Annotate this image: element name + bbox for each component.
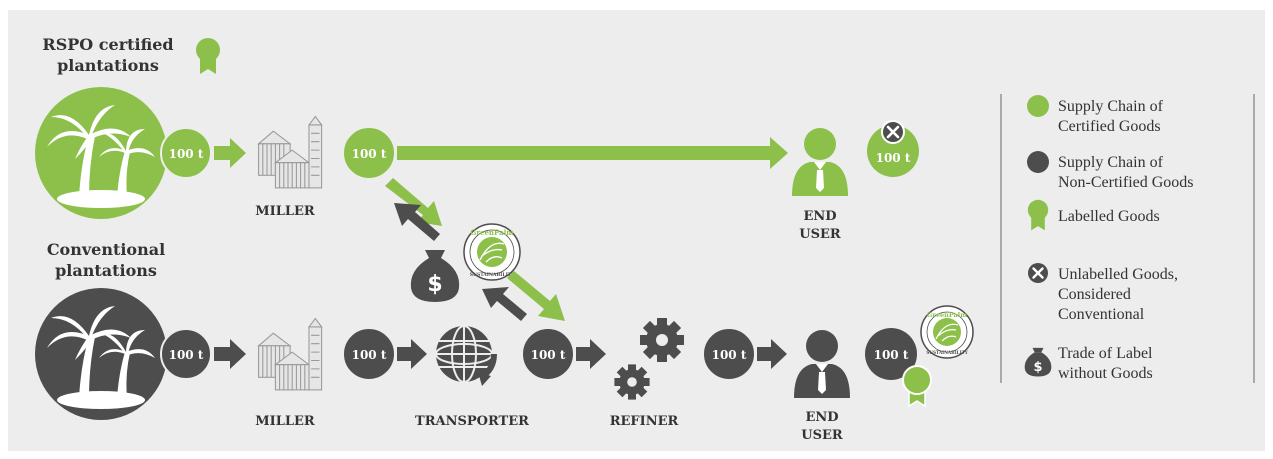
legend-noncertified-line2: Non-Certified Goods <box>1058 174 1194 191</box>
certified-badge-1-label: 100 t <box>169 147 204 161</box>
conventional-title-line1: Conventional <box>47 240 165 259</box>
legend-certified-dot <box>1027 95 1049 117</box>
globe-icon <box>435 325 497 386</box>
certified-end-user-line2: USER <box>799 227 841 242</box>
certified-long-arrow <box>397 137 788 169</box>
conventional-arrow-2 <box>397 339 427 369</box>
conventional-badge-1: 100 t <box>160 328 212 380</box>
conventional-plantation-icon <box>35 288 167 420</box>
legend-trade-line1: Trade of Label <box>1058 345 1153 362</box>
money-arrow-up <box>394 203 440 241</box>
certified-title-line2: plantations <box>57 56 159 75</box>
certified-end-badge: 100 t <box>867 125 919 177</box>
certificate-arrow-to-refiner <box>507 271 565 321</box>
conventional-arrow-3 <box>576 339 606 369</box>
refiner-label: REFINER <box>610 414 679 429</box>
svg-text:$: $ <box>1033 360 1042 375</box>
svg-text:$: $ <box>427 272 442 297</box>
certified-arrow-1 <box>214 138 246 168</box>
conventional-arrow-4 <box>757 339 787 369</box>
certified-title-line1: RSPO certified <box>42 35 173 54</box>
unlabelled-x-icon <box>881 120 905 144</box>
conventional-badge-2: 100 t <box>342 327 396 381</box>
certified-badge-1: 100 t <box>160 127 212 179</box>
legend-x-icon <box>1028 263 1048 283</box>
conventional-badge-2-label: 100 t <box>352 348 387 362</box>
legend-certified-line1: Supply Chain of <box>1058 98 1164 115</box>
legend: Supply Chain of Certified Goods Supply C… <box>1000 94 1255 383</box>
conventional-miller-label: MILLER <box>255 414 315 429</box>
labelled-ribbon-icon <box>902 365 932 408</box>
conventional-badge-4-label: 100 t <box>712 348 747 362</box>
conventional-badge-3-label: 100 t <box>531 348 566 362</box>
certified-mill-icon <box>258 115 323 189</box>
conventional-title-line2: plantations <box>55 261 157 280</box>
conventional-end-user-line1: END <box>805 410 838 425</box>
greenpalm-seal-middle: GreenPalm SUSTAINABILITY <box>463 223 521 281</box>
certified-ribbon-icon <box>196 38 220 74</box>
conventional-end-user-icon <box>794 330 850 398</box>
certified-badge-2: 100 t <box>342 126 396 180</box>
legend-trade-line2: without Goods <box>1058 365 1153 382</box>
certified-end-user-line1: END <box>803 209 836 224</box>
certified-end-badge-label: 100 t <box>876 151 911 165</box>
conventional-arrow-1 <box>214 339 246 369</box>
legend-ribbon-icon <box>1027 199 1049 231</box>
conventional-end-user-line2: USER <box>801 428 843 443</box>
certified-badge-2-label: 100 t <box>352 147 387 161</box>
supply-chain-diagram: RSPO certified plantations 100 t MILLER … <box>8 10 1265 451</box>
transporter-label: TRANSPORTER <box>415 414 529 429</box>
legend-unlabelled-line3: Conventional <box>1058 306 1145 323</box>
refiner-gears-icon <box>614 318 684 400</box>
legend-money-bag-icon: $ <box>1024 347 1052 377</box>
certificate-arrow-down <box>385 178 442 226</box>
conventional-mill-icon <box>258 317 323 391</box>
conventional-end-badge-label: 100 t <box>874 348 909 362</box>
conventional-badge-1-label: 100 t <box>169 348 204 362</box>
greenpalm-seal-bottom: GreenPalm SUSTAINABILITY <box>920 305 974 359</box>
certified-end-user-icon <box>792 128 848 196</box>
greenpalm-seal-bottom-top: GreenPalm <box>927 311 967 319</box>
conventional-badge-3: 100 t <box>521 327 575 381</box>
legend-certified-line2: Certified Goods <box>1058 118 1161 135</box>
greenpalm-seal-middle-top: GreenPalm <box>470 228 514 237</box>
greenpalm-seal-bottom-bottom: SUSTAINABILITY <box>926 350 968 355</box>
legend-noncertified-line1: Supply Chain of <box>1058 154 1164 171</box>
money-bag-icon: $ <box>410 250 460 302</box>
legend-unlabelled-line1: Unlabelled Goods, <box>1058 266 1178 283</box>
certified-plantation-icon <box>35 87 167 219</box>
certified-miller-label: MILLER <box>255 204 315 219</box>
conventional-end-badge: 100 t <box>865 328 917 380</box>
greenpalm-seal-middle-bottom: SUSTAINABILITY <box>470 272 515 278</box>
money-arrow-down-left <box>482 287 527 321</box>
legend-noncertified-dot <box>1027 151 1049 173</box>
legend-unlabelled-line2: Considered <box>1058 286 1131 303</box>
legend-labelled: Labelled Goods <box>1058 208 1160 225</box>
conventional-badge-4: 100 t <box>702 327 756 381</box>
